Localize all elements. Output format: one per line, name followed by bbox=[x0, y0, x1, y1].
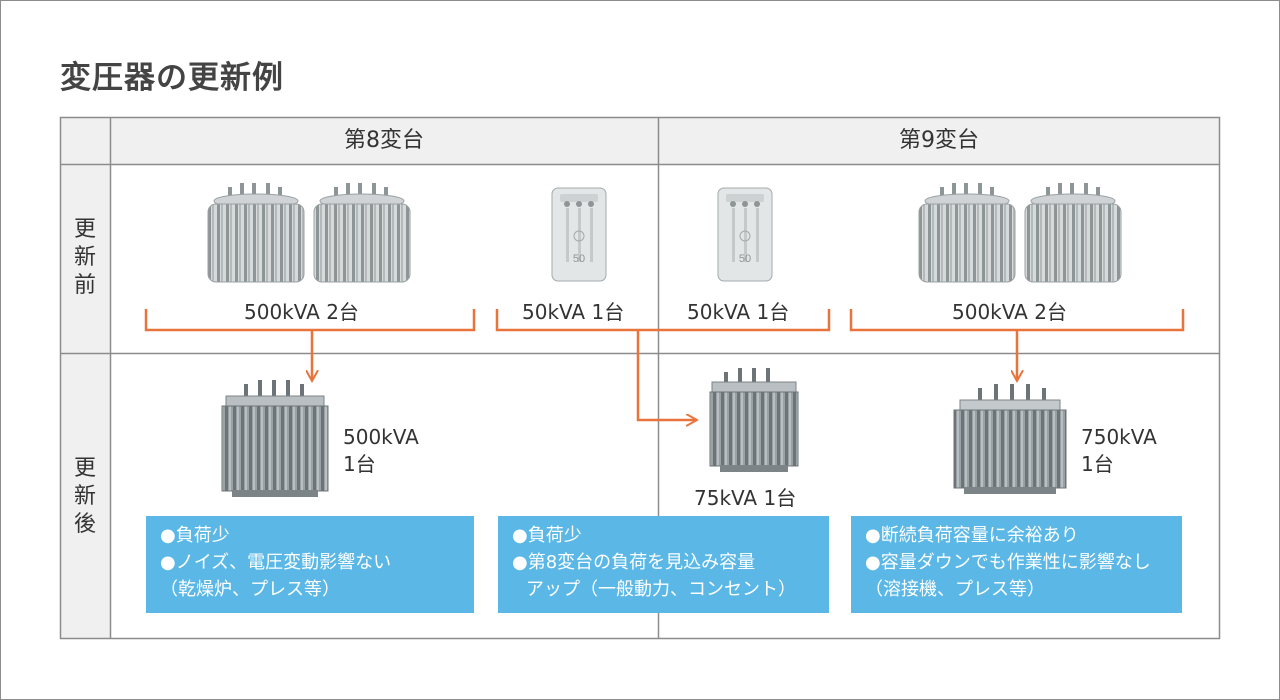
info-line: （乾燥炉、プレス等） bbox=[160, 579, 340, 600]
after-label-75kva: 75kVA 1台 bbox=[694, 486, 797, 510]
column-header-8: 第8変台 bbox=[344, 128, 424, 153]
before-label-50kva-9: 50kVA 1台 bbox=[687, 300, 790, 324]
transformer-icon-50kva: 50 bbox=[551, 187, 607, 282]
info-box-8: ●負荷少 ●ノイズ、電圧変動影響ない （乾燥炉、プレス等） bbox=[146, 516, 474, 613]
transformer-icon-500kva-new bbox=[221, 380, 329, 497]
svg-text:50: 50 bbox=[573, 253, 585, 265]
row-label-char: 前 bbox=[73, 273, 96, 298]
info-box-transfer: ●負荷少 ●第8変台の負荷を見込み容量 アップ（一般動力、コンセント） bbox=[498, 516, 829, 613]
after-label-count: 1台 bbox=[343, 452, 376, 476]
after-label-750kva: 750kVA 1台 bbox=[1081, 424, 1157, 478]
info-line: ●断続負荷容量に余裕あり bbox=[865, 525, 1079, 546]
row-label-char: 新 bbox=[73, 245, 96, 270]
transformer-icon-500kva-round bbox=[1024, 183, 1122, 283]
row-label-char: 更 bbox=[73, 217, 96, 242]
info-line: ●負荷少 bbox=[160, 525, 230, 546]
before-label-50kva-8: 50kVA 1台 bbox=[522, 300, 625, 324]
after-label-count: 1台 bbox=[1081, 452, 1114, 476]
before-label-500kva-9: 500kVA 2台 bbox=[952, 300, 1067, 324]
bracket-before-8-500 bbox=[144, 309, 476, 332]
row-label-before: 更 新 前 bbox=[60, 216, 110, 300]
info-line: アップ（一般動力、コンセント） bbox=[526, 579, 796, 600]
bracket-before-50 bbox=[495, 309, 831, 332]
row-label-char: 更 bbox=[73, 456, 96, 481]
transformer-icon-50kva: 50 bbox=[717, 187, 773, 282]
page-title: 変圧器の更新例 bbox=[60, 60, 284, 96]
header-row-bg bbox=[60, 117, 1219, 164]
info-line: ●ノイズ、電圧変動影響ない bbox=[160, 552, 392, 573]
info-line: ●負荷少 bbox=[512, 525, 582, 546]
transformer-icon-500kva-round bbox=[313, 183, 411, 283]
transformer-icon-75kva-new bbox=[709, 368, 799, 472]
after-label-capacity: 500kVA bbox=[343, 425, 419, 449]
info-box-9: ●断続負荷容量に余裕あり ●容量ダウンでも作業性に影響なし （溶接機、プレス等） bbox=[851, 516, 1182, 613]
transformer-icon-500kva-round bbox=[207, 183, 305, 283]
info-line: ●第8変台の負荷を見込み容量 bbox=[512, 552, 756, 573]
label-column-bg bbox=[60, 117, 110, 638]
transformer-icon-750kva-new bbox=[953, 384, 1067, 494]
transformer-icon-500kva-round bbox=[918, 183, 1016, 283]
info-line: （溶接機、プレス等） bbox=[865, 579, 1045, 600]
after-label-500kva: 500kVA 1台 bbox=[343, 424, 419, 478]
row-label-char: 新 bbox=[73, 484, 96, 509]
info-line: ●容量ダウンでも作業性に影響なし bbox=[865, 552, 1151, 573]
after-label-capacity: 750kVA bbox=[1081, 425, 1157, 449]
column-header-9: 第9変台 bbox=[899, 128, 979, 153]
before-label-500kva-8: 500kVA 2台 bbox=[244, 300, 359, 324]
arrow-right-75 bbox=[636, 330, 697, 420]
svg-text:50: 50 bbox=[739, 253, 751, 265]
row-label-char: 後 bbox=[73, 512, 96, 537]
row-label-after: 更 新 後 bbox=[60, 455, 110, 539]
